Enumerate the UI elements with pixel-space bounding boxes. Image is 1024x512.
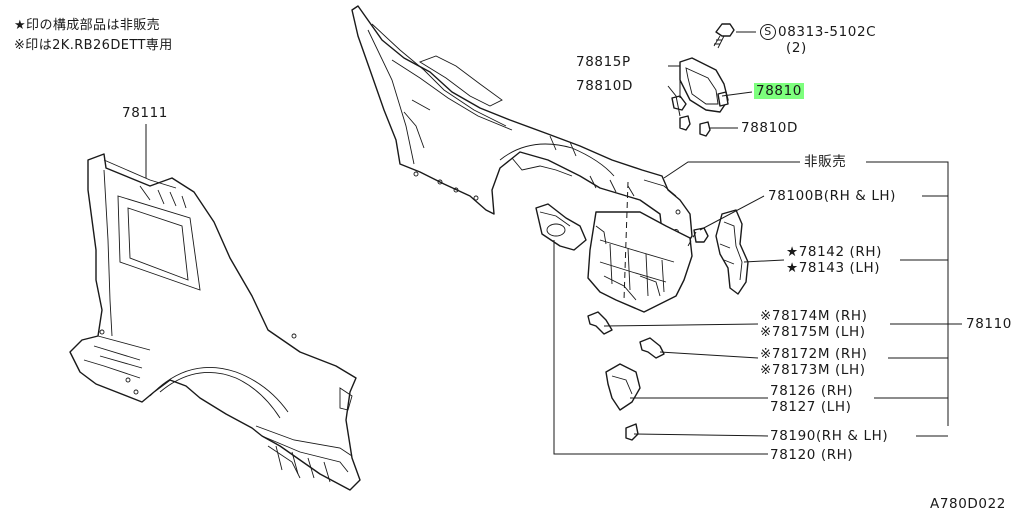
- s-circle-icon: S: [760, 24, 776, 40]
- clip-78190-part: [625, 423, 639, 441]
- part-label-78172M[interactable]: ※78172M (RH): [760, 346, 868, 362]
- kome-note: ※印は2K.RB26DETT専用: [14, 38, 173, 53]
- part-label-78810[interactable]: 78810: [754, 83, 804, 99]
- bracket-78142-part: [715, 209, 749, 295]
- rear-fender-outer-part: [69, 153, 361, 491]
- part-label-78126[interactable]: 78126 (RH): [770, 383, 854, 399]
- part-label-78120[interactable]: 78120 (RH): [770, 447, 854, 463]
- leader-lines: [145, 31, 962, 455]
- part-label-78173M[interactable]: ※78173M (LH): [760, 362, 866, 378]
- highlighted-part-number: 78810: [754, 83, 804, 99]
- part-label-78100B[interactable]: 78100B(RH & LH): [768, 188, 897, 204]
- star-note: ★印の構成部品は非販売: [14, 18, 161, 33]
- diagram-code: A780D022: [930, 496, 1006, 512]
- not-for-sale-label: 非販売: [804, 154, 847, 170]
- bolt-part: [713, 23, 735, 49]
- bracket-78172M-part: [639, 337, 665, 359]
- bracket-78174M-part: [587, 311, 613, 335]
- part-label-78175M[interactable]: ※78175M (LH): [760, 324, 866, 340]
- clip-78810D-lower-part: [699, 121, 711, 137]
- rear-fender-inner-panel-part: [351, 5, 693, 247]
- part-label-78111[interactable]: 78111: [122, 105, 168, 121]
- clip-78815P-part: [671, 95, 687, 111]
- part-label-78110[interactable]: 78110: [966, 316, 1012, 332]
- part-label-78143[interactable]: ★78143 (LH): [786, 260, 881, 276]
- clip-78810D-upper-part: [679, 115, 691, 131]
- part-label-78815P[interactable]: 78815P: [576, 54, 631, 70]
- wheelhouse-inner-part: [587, 211, 693, 313]
- grommet-part: [693, 227, 709, 243]
- bolt-code: 08313-5102C: [778, 24, 877, 40]
- bolt-quantity: (2): [786, 40, 807, 56]
- extension-78126-part: [605, 363, 641, 411]
- part-label-78127[interactable]: 78127 (LH): [770, 399, 852, 415]
- gusset-part: [535, 203, 587, 251]
- part-label-78190[interactable]: 78190(RH & LH): [770, 428, 889, 444]
- part-label-78174M[interactable]: ※78174M (RH): [760, 308, 868, 324]
- assembly-line: [687, 231, 697, 247]
- fuel-filler-lid-part: [679, 57, 729, 113]
- part-label-78810D-lower[interactable]: 78810D: [741, 120, 798, 136]
- part-label-78142[interactable]: ★78142 (RH): [786, 244, 883, 260]
- part-label-78810D-upper[interactable]: 78810D: [576, 78, 633, 94]
